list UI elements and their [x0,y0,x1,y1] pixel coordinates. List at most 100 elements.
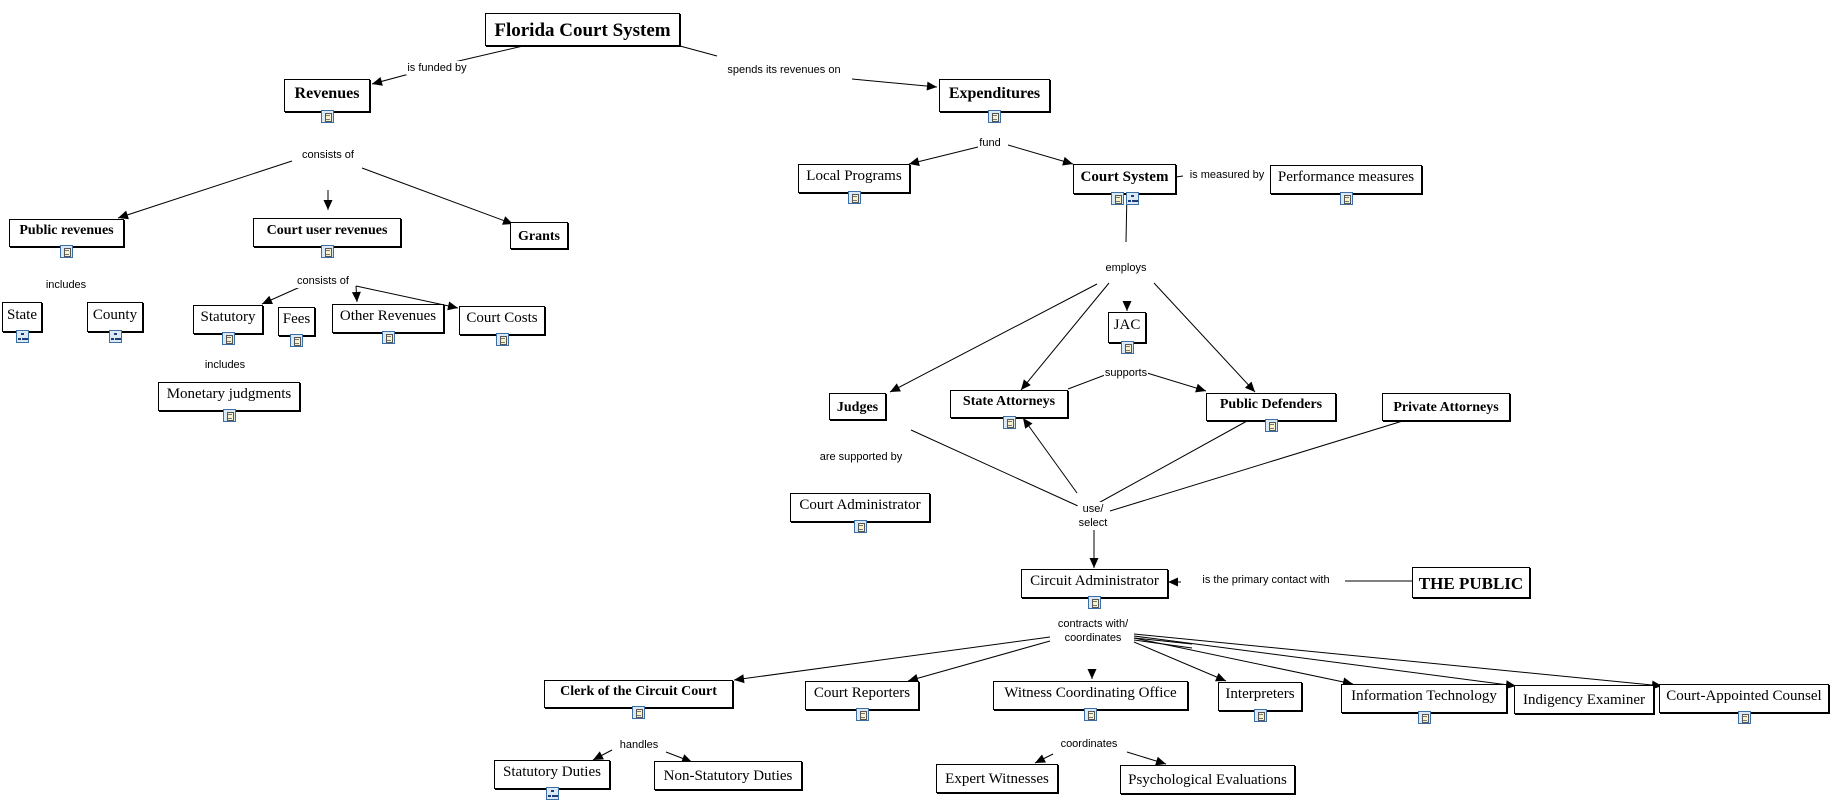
concept-map-icon[interactable] [108,330,122,343]
document-icon[interactable] [495,333,509,346]
concept-node-court-costs[interactable]: Court Costs [459,306,545,346]
resource-icons [460,333,544,346]
node-label: Monetary judgments [166,386,292,402]
concept-node-state-attorneys[interactable]: State Attorneys [950,390,1068,429]
document-icon[interactable] [222,409,236,422]
concept-node-circuit-admin[interactable]: Circuit Administrator [1021,569,1168,609]
concept-node-revenues[interactable]: Revenues [284,79,370,123]
document-icon[interactable] [1002,416,1016,429]
concept-node-court-admin[interactable]: Court Administrator [790,493,930,533]
document-icon[interactable] [1110,192,1124,205]
concept-node-public-rev[interactable]: Public revenues [9,219,124,258]
resource-icons [1271,192,1421,205]
document-icon[interactable] [1339,192,1353,205]
document-icon[interactable] [1088,596,1101,609]
concept-node-performance[interactable]: Performance measures [1270,165,1422,205]
document-icon[interactable] [855,708,869,721]
link-phrase-supports: supports [1103,366,1149,380]
node-label: JAC [1113,317,1141,333]
arrowhead [1215,672,1226,682]
document-icon[interactable] [853,520,867,533]
document-icon[interactable] [320,110,334,123]
concept-node-expert-witnesses[interactable]: Expert Witnesses [936,764,1058,793]
resource-icons [159,409,299,422]
connector-line [1133,641,1227,682]
concept-node-info-tech[interactable]: Information Technology [1341,684,1507,724]
concept-node-witness-office[interactable]: Witness Coordinating Office [993,681,1188,721]
resource-icons [1342,711,1506,724]
link-phrase-handles: handles [618,738,660,752]
concept-node-monetary[interactable]: Monetary judgments [158,382,300,422]
concept-node-court-user-rev[interactable]: Court user revenues [253,218,401,258]
connector-line [361,167,514,225]
concept-node-court-reporters[interactable]: Court Reporters [805,681,919,721]
concept-node-indigency[interactable]: Indigency Examiner [1514,685,1654,714]
link-phrase-spends: spends its revenues on [726,63,842,77]
arrowhead [1168,577,1178,587]
concept-node-grants[interactable]: Grants [510,222,568,249]
document-icon[interactable] [320,245,334,258]
concept-node-expenditures[interactable]: Expenditures [939,79,1050,123]
resource-icons [940,110,1049,123]
arrowhead [908,673,919,683]
concept-node-other-rev[interactable]: Other Revenues [332,304,444,344]
concept-node-statutory[interactable]: Statutory [193,305,263,345]
node-label: Expenditures [948,85,1041,102]
concept-node-court-system[interactable]: Court System [1073,164,1176,205]
concept-node-public-defenders[interactable]: Public Defenders [1206,393,1336,432]
resource-icons [88,330,142,343]
resource-icons [1109,341,1145,354]
document-icon[interactable] [60,245,73,258]
document-icon[interactable] [988,110,1001,123]
document-icon[interactable] [847,191,861,204]
connector-line [1146,372,1207,392]
link-phrase-contracts-with: contracts with/ coordinates [1056,617,1130,645]
document-icon[interactable] [290,334,303,347]
concept-map-icon[interactable] [545,787,559,800]
concept-node-psych-evals[interactable]: Psychological Evaluations [1120,765,1295,794]
document-icon[interactable] [1084,708,1097,721]
document-icon[interactable] [1264,419,1278,432]
concept-node-fees[interactable]: Fees [278,307,315,347]
document-icon[interactable] [221,332,235,345]
document-icon[interactable] [1253,709,1267,722]
link-phrase-includes-2: includes [203,358,247,372]
node-label: Indigency Examiner [1522,692,1646,708]
concept-node-judges[interactable]: Judges [829,393,886,420]
arrowhead [909,157,920,166]
arrowhead [890,383,901,392]
document-icon[interactable] [1737,711,1751,724]
concept-node-local-programs[interactable]: Local Programs [798,164,910,204]
resource-icons [951,416,1067,429]
resource-icons [495,787,609,800]
connector-line [851,78,938,88]
connector-line [1133,633,1663,687]
concept-node-florida[interactable]: Florida Court System [485,13,680,46]
concept-map-icon[interactable] [1125,192,1139,205]
resource-icons [994,708,1187,721]
concept-node-the-public[interactable]: THE PUBLIC [1412,567,1530,598]
concept-node-clerk[interactable]: Clerk of the Circuit Court [544,680,733,719]
concept-node-state[interactable]: State [2,302,42,343]
connector-line [1022,417,1078,494]
link-phrase-is-funded-by: is funded by [406,61,468,75]
document-icon[interactable] [381,331,395,344]
concept-node-private-attorneys[interactable]: Private Attorneys [1382,393,1510,421]
document-icon[interactable] [1120,341,1134,354]
node-label: Private Attorneys [1393,400,1499,415]
concept-node-court-counsel[interactable]: Court-Appointed Counsel [1659,684,1829,724]
node-label: State [7,307,37,323]
concept-node-stat-duties[interactable]: Statutory Duties [494,760,610,800]
document-icon[interactable] [632,706,645,719]
document-icon[interactable] [1417,711,1431,724]
concept-node-interpreters[interactable]: Interpreters [1218,682,1302,722]
link-phrase-coordinates: coordinates [1059,737,1119,751]
node-label: State Attorneys [962,394,1056,409]
arrowhead [351,291,361,302]
concept-node-nonstat-duties[interactable]: Non-Statutory Duties [654,761,802,790]
arrowhead [681,754,692,763]
concept-map-icon[interactable] [15,330,29,343]
concept-node-jac[interactable]: JAC [1108,312,1146,354]
concept-node-county[interactable]: County [87,302,143,343]
link-phrase-consists-of-2: consists of [296,274,350,288]
